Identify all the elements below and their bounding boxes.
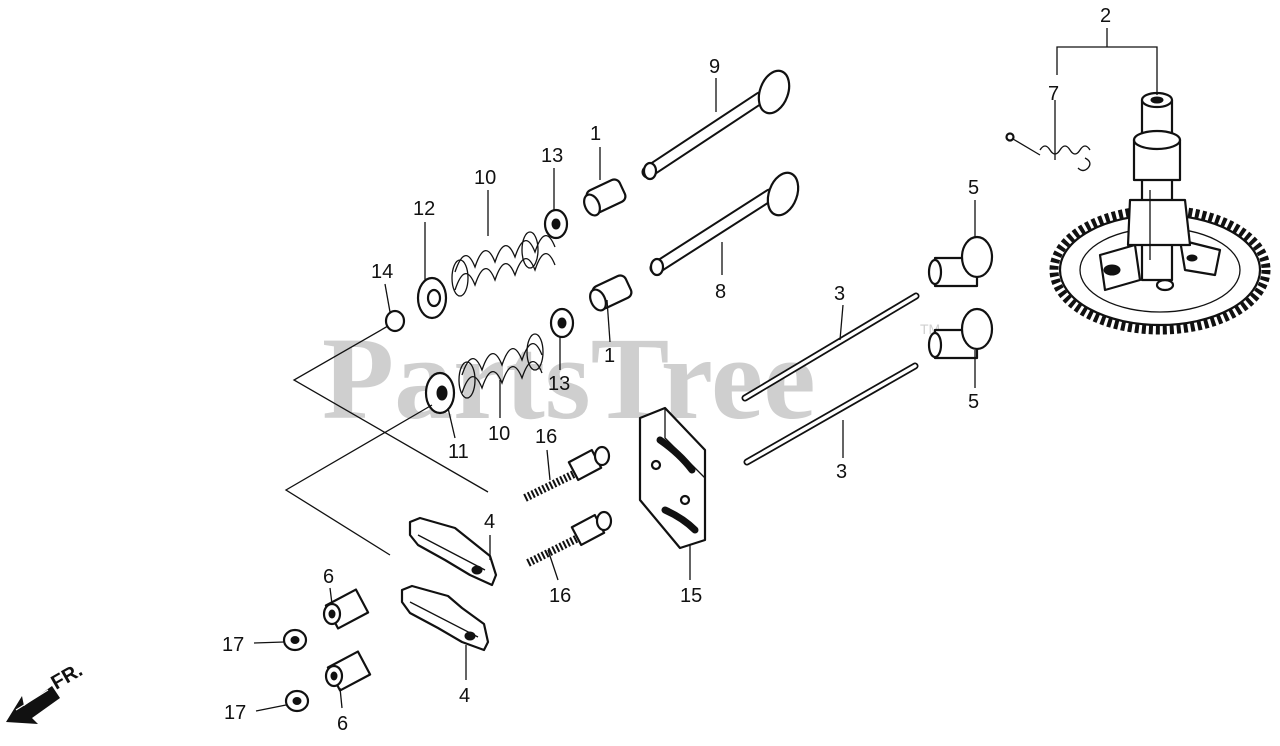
callout-17-upper: 17	[222, 634, 244, 656]
callout-2: 2	[1100, 5, 1111, 27]
callout-13-upper: 13	[541, 145, 563, 167]
lock-nut-lower	[284, 689, 310, 713]
valve-lifter-lower	[927, 307, 994, 360]
callout-17-lower: 17	[224, 702, 246, 724]
callout-3-lower: 3	[836, 461, 847, 483]
adjuster-collar-upper	[322, 588, 370, 630]
spring-retainer-lower	[424, 371, 456, 415]
camshaft	[1126, 91, 1192, 282]
pivot-bolt-lower	[526, 510, 613, 567]
callout-15: 15	[680, 585, 702, 607]
adjuster-collar-lower	[324, 650, 372, 692]
valve-stem-seal-upper	[583, 178, 627, 217]
assembly-guide-lines	[284, 325, 489, 556]
valve-cotter-upper	[543, 208, 569, 240]
callout-12: 12	[413, 198, 435, 220]
valve-cap	[384, 309, 406, 333]
intake-valve	[649, 171, 800, 277]
callout-1-upper: 1	[590, 123, 601, 145]
callout-16-lower: 16	[549, 585, 571, 607]
callout-3-upper: 3	[834, 283, 845, 305]
callout-11: 11	[448, 441, 469, 463]
valve-cotter-lower	[549, 307, 575, 339]
callout-4-upper: 4	[484, 511, 495, 533]
exhaust-valve	[641, 69, 791, 181]
push-rod-upper	[741, 292, 920, 402]
callout-16-upper: 16	[535, 426, 557, 448]
pivot-bolt-upper	[523, 445, 611, 502]
push-rod-guide-plate	[638, 406, 707, 550]
callout-9: 9	[709, 56, 720, 78]
valve-spring-upper	[451, 231, 556, 297]
valve-stem-seal-lower	[589, 274, 633, 312]
callout-7: 7	[1048, 83, 1059, 105]
lock-nut-upper	[282, 628, 308, 652]
callout-10-lower: 10	[488, 423, 510, 445]
callout-8: 8	[715, 281, 726, 303]
leader-2	[1056, 46, 1158, 95]
decompressor-spring	[1005, 132, 1091, 172]
camshaft-gear	[1049, 205, 1271, 335]
callout-10-upper: 10	[474, 167, 496, 189]
front-direction-arrow	[6, 686, 60, 724]
rocker-arm-upper	[408, 516, 498, 587]
callout-6-lower: 6	[337, 713, 348, 735]
callout-6-upper: 6	[323, 566, 334, 588]
rocker-arm-lower	[400, 584, 490, 652]
callout-14: 14	[371, 261, 393, 283]
spring-retainer-upper	[416, 276, 448, 320]
leader-lines	[253, 78, 976, 712]
callout-13-lower: 13	[548, 373, 570, 395]
valve-lifter-upper	[927, 235, 994, 288]
valve-spring-lower	[458, 333, 544, 399]
callout-1-lower: 1	[604, 345, 615, 367]
callout-4-lower: 4	[459, 685, 470, 707]
callout-5-lower: 5	[968, 391, 979, 413]
callout-5-upper: 5	[968, 177, 979, 199]
push-rod-lower	[743, 362, 919, 466]
